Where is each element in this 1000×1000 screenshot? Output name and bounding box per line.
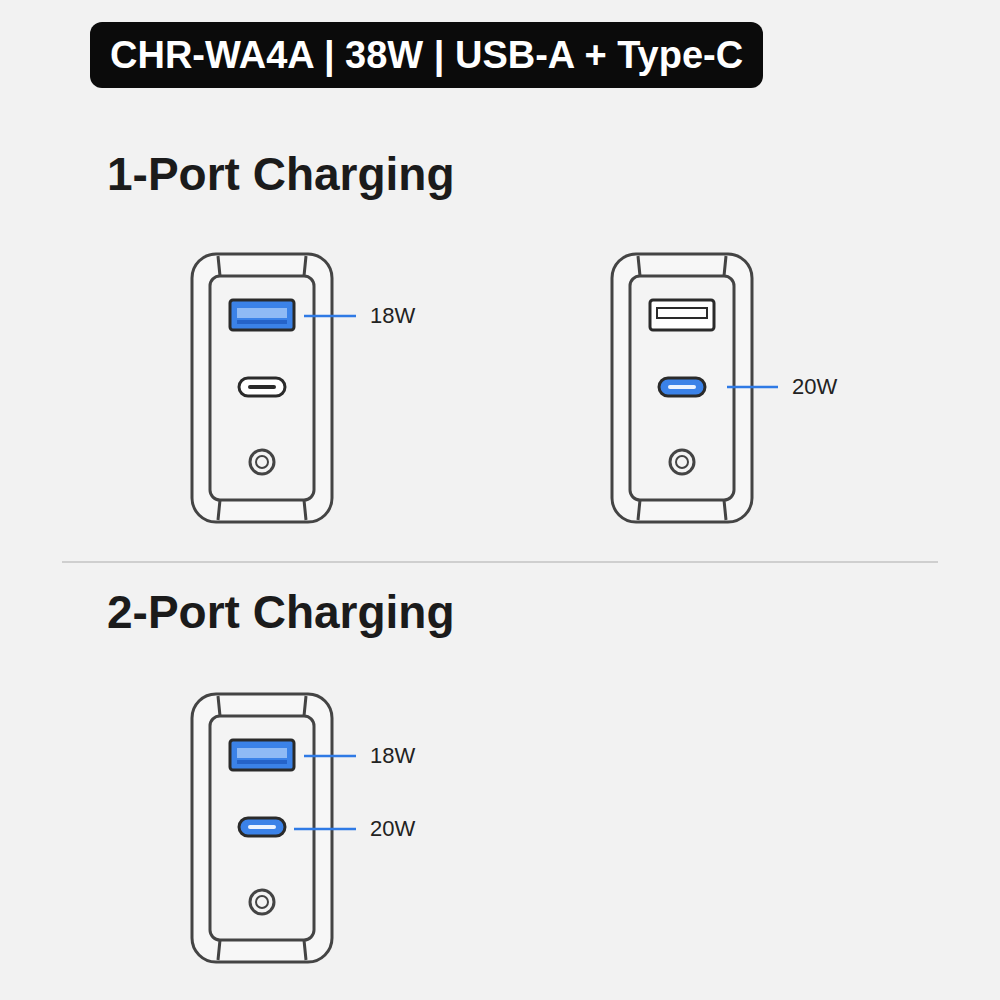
power-label: 20W xyxy=(370,816,415,842)
title-text: CHR-WA4A | 38W | USB-A + Type-C xyxy=(110,34,743,77)
section-heading: 2-Port Charging xyxy=(107,585,455,639)
power-label: 18W xyxy=(370,303,415,329)
title-pill: CHR-WA4A | 38W | USB-A + Type-C xyxy=(90,22,763,88)
section-heading: 1-Port Charging xyxy=(107,147,455,201)
power-label: 20W xyxy=(792,374,837,400)
power-label: 18W xyxy=(370,743,415,769)
